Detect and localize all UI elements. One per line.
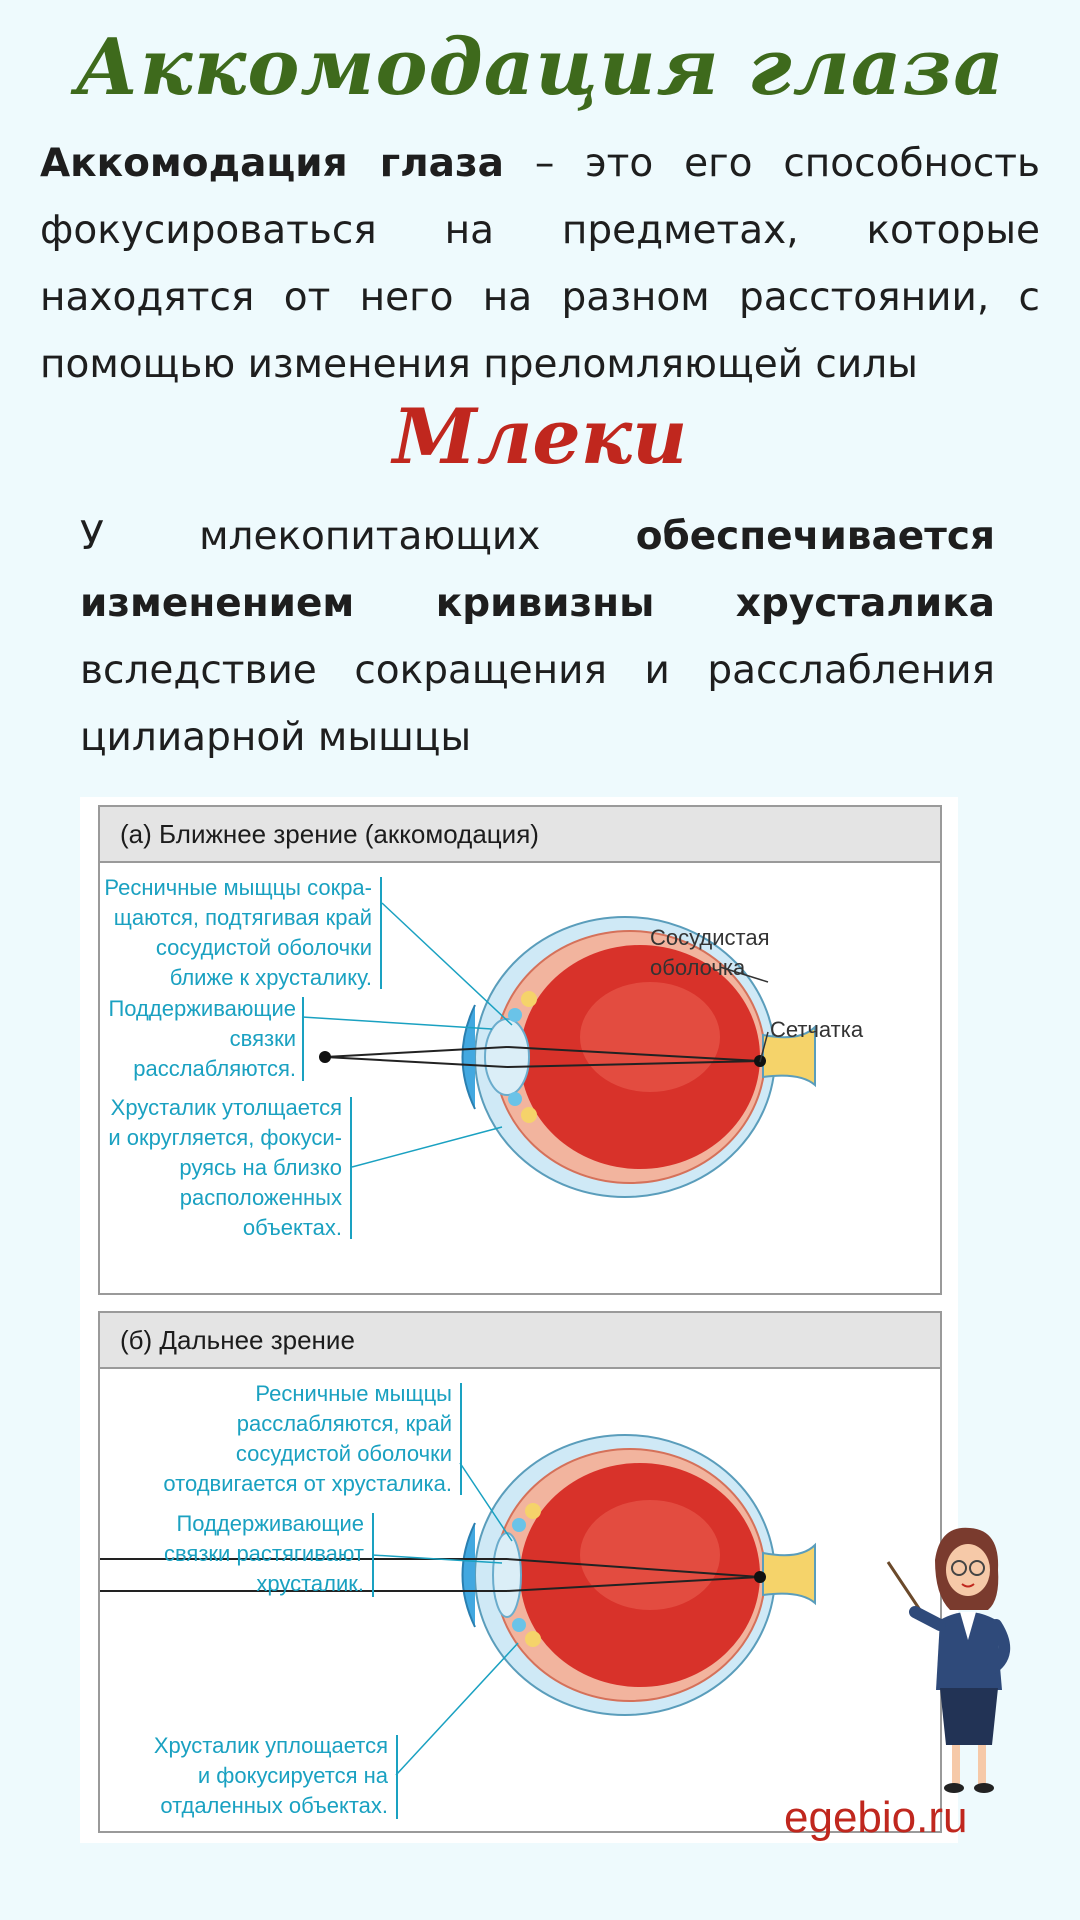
panel-a-header: (а) Ближнее зрение (аккомодация) [100, 807, 940, 863]
section-subtitle: Млеки [392, 392, 688, 481]
panel-far-vision: (б) Дальнее зрение [98, 1311, 942, 1833]
panel-b-header: (б) Дальнее зрение [100, 1313, 940, 1369]
panel-near-vision: (а) Ближнее зрение (аккомодация) [98, 805, 942, 1295]
bracket-a1 [380, 877, 382, 989]
bracket-b1 [460, 1383, 462, 1495]
label-lens-thickens: Хрусталик утолщается и округляется, фоку… [108, 1095, 342, 1240]
site-watermark: egebio.ru [784, 1793, 968, 1842]
para-rest: вследствие сокращения и расслабления цил… [80, 648, 995, 760]
label-lens-flattens: Хрусталик уплощается и фокусируется на о… [153, 1733, 388, 1818]
label-choroid: Сосудистая оболочка [650, 925, 770, 980]
intro-paragraph: Аккомодация глаза – это его способность … [40, 130, 1040, 398]
intro-term: Аккомодация глаза [40, 141, 504, 186]
teacher-illustration [886, 1527, 1011, 1793]
bracket-a3 [350, 1097, 352, 1239]
eye-diagram-near [301, 902, 816, 1198]
label-ligaments-relax: Поддерживающие связки расслабляются. [108, 996, 296, 1081]
label-ciliary-relax: Ресничные мыщцы расслабляются, край сосу… [163, 1381, 452, 1496]
mammals-paragraph: У млекопитающих обеспечивается изменение… [80, 503, 995, 771]
accommodation-figure: (а) Ближнее зрение (аккомодация) [80, 797, 958, 1843]
page-title: Аккомодация глаза [75, 22, 1005, 113]
bracket-a2 [302, 997, 304, 1081]
para-bold: обеспечивается изменением кривизны хруст… [80, 514, 995, 626]
bracket-b2 [372, 1513, 374, 1597]
intro-definition: – это его способность фокусироваться на … [40, 141, 1040, 387]
label-ligaments-stretch: Поддерживающие связки растягивают хруста… [163, 1511, 364, 1596]
para-lead: У млекопитающих [80, 514, 636, 559]
label-ciliary-contract: Ресничные мыщцы сокра- щаются, подтягива… [104, 875, 372, 990]
bracket-b3 [396, 1735, 398, 1819]
eye-diagram-far [100, 1434, 816, 1776]
label-retina: Сетчатка [770, 1017, 864, 1042]
